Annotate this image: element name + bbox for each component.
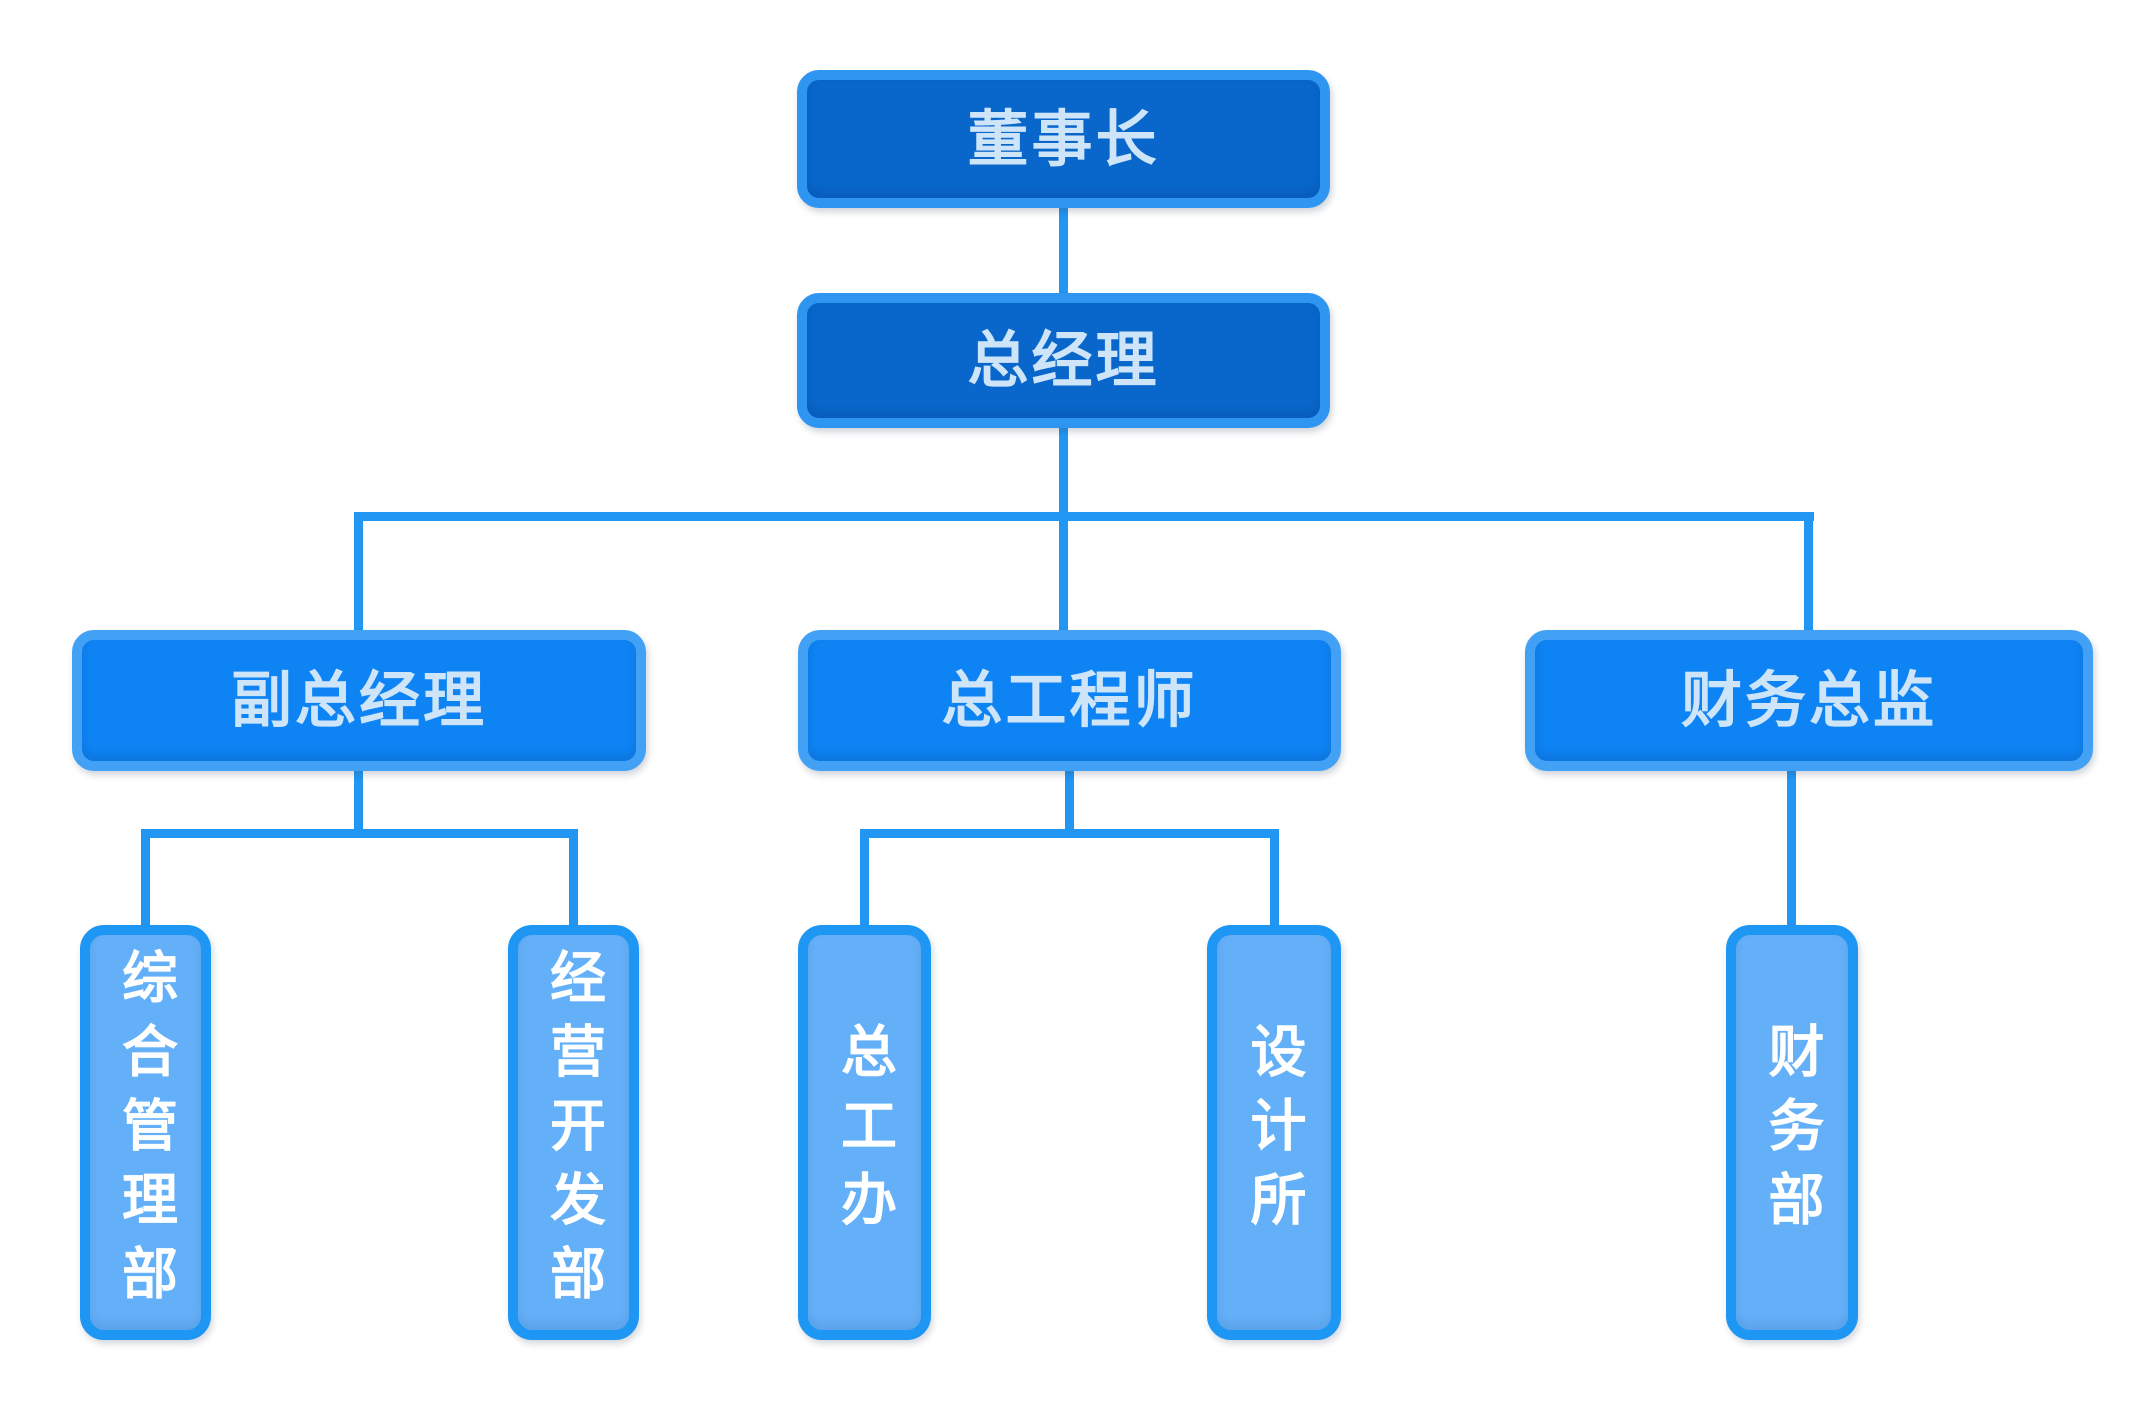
connector-mid-horizontal [860,829,1279,838]
node-chief-engineer-office: 总工办 [798,925,931,1340]
connector-to-deputy-gm [354,512,363,630]
node-deputy-general-manager-label: 副总经理 [230,666,487,734]
connector-to-finance-dept [1787,770,1796,925]
node-chief-engineer-office-label: 总工办 [833,1021,897,1244]
node-design-institute: 设计所 [1207,925,1341,1340]
node-finance-director-label: 财务总监 [1680,666,1937,734]
node-chairman: 董事长 [797,70,1330,208]
node-general-admin-dept: 综合管理部 [80,925,211,1340]
node-general-manager: 总经理 [797,293,1330,428]
connector-to-design-institute [1270,829,1279,925]
connector-left-horizontal [141,829,578,838]
node-design-institute-label: 设计所 [1243,1021,1306,1244]
node-business-dev-dept: 经营开发部 [508,925,639,1340]
node-general-admin-dept-label: 综合管理部 [114,947,178,1318]
node-finance-dept-label: 财务部 [1761,1021,1824,1244]
node-chairman-label: 董事长 [967,104,1160,173]
connector-to-finance-director [1804,512,1813,630]
node-chief-engineer-label: 总工程师 [941,666,1198,734]
connector-gm-down [1059,426,1068,516]
node-general-manager-label: 总经理 [967,326,1160,394]
node-deputy-general-manager: 副总经理 [72,630,646,771]
connector-to-chief-office [860,829,869,925]
node-business-dev-dept-label: 经营开发部 [542,947,606,1318]
connector-to-bizdev-dept [569,829,578,925]
node-chief-engineer: 总工程师 [798,630,1341,771]
node-finance-director: 财务总监 [1525,630,2093,771]
connector-deputy-down [354,770,363,833]
connector-chief-down [1065,770,1074,833]
connector-chairman-gm [1059,206,1068,295]
node-finance-dept: 财务部 [1726,925,1858,1340]
connector-main-horizontal [354,512,1814,521]
connector-to-admin-dept [141,829,150,925]
connector-to-chief-engineer [1059,512,1068,630]
